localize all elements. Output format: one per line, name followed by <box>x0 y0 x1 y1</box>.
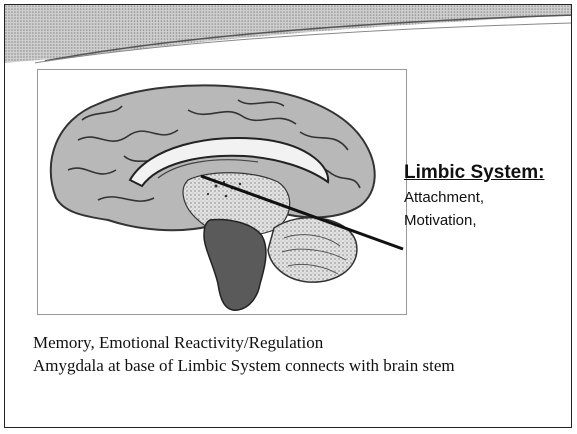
body-line-1: Memory, Emotional Reactivity/Regulation <box>33 331 543 354</box>
label-motivation: Motivation, <box>404 212 477 229</box>
limbic-system-title: Limbic System: <box>404 162 544 184</box>
label-attachment: Attachment, <box>404 189 484 206</box>
slide-body-text: Memory, Emotional Reactivity/Regulation … <box>33 331 543 377</box>
slide: Limbic System: Attachment, Motivation, M… <box>4 4 572 428</box>
body-line-2: Amygdala at base of Limbic System connec… <box>33 354 543 377</box>
